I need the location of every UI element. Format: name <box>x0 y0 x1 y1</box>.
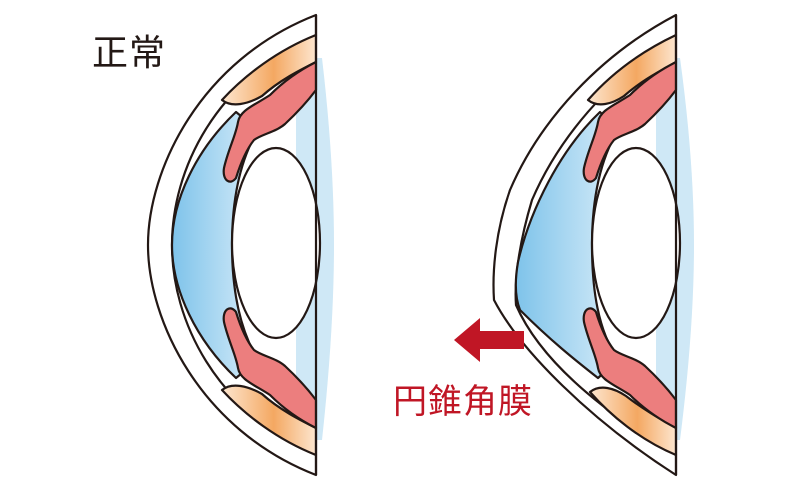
arrow-shaft <box>478 331 524 349</box>
keratoconus-label: 円錐角膜 <box>393 382 533 422</box>
normal-iris-upper <box>222 60 318 183</box>
arrow-head <box>454 318 480 362</box>
normal-iris-lower <box>222 307 318 430</box>
keratoconus-iris-lower <box>582 307 678 430</box>
normal-sclera-upper <box>220 33 318 106</box>
keratoconus-iris-upper <box>582 60 678 183</box>
left-arrow-icon <box>454 318 524 362</box>
normal-lens <box>230 146 322 340</box>
keratoconus-eye <box>492 13 694 477</box>
normal-label: 正常 <box>92 33 167 74</box>
normal-eye <box>146 13 334 477</box>
normal-sclera-lower <box>220 384 318 457</box>
keratoconus-lens <box>590 146 682 340</box>
